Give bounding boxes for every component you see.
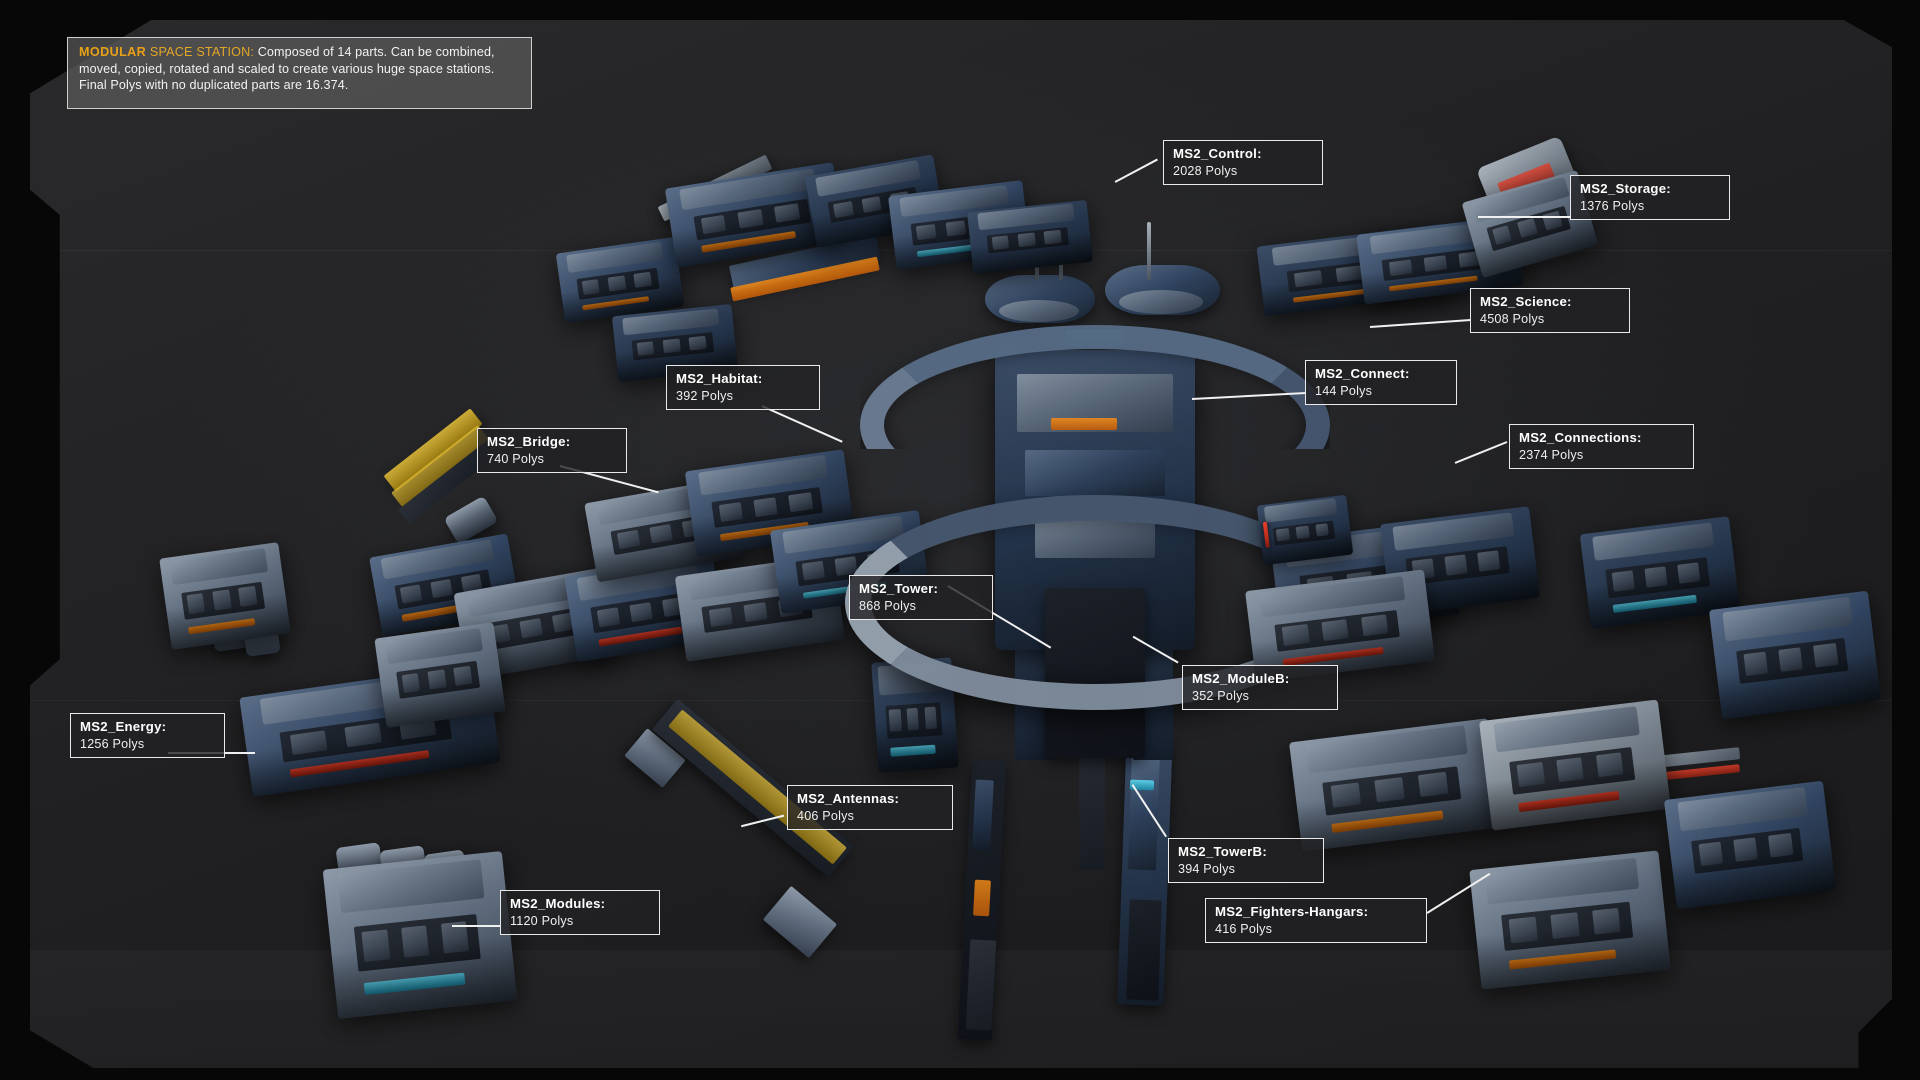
callout-antennas[interactable]: MS2_Antennas: 406 Polys: [787, 785, 953, 831]
callout-polycount-habitat: 392 Polys: [676, 388, 734, 403]
callout-leader-line-modules: [452, 925, 500, 927]
description-title-bold: MODULAR: [79, 45, 147, 59]
callout-energy[interactable]: MS2_Energy: 1256 Polys: [70, 713, 225, 759]
station-module: [374, 622, 506, 728]
callout-name-science: MS2_Science:: [1480, 294, 1572, 309]
description-body: Composed of 14 parts. Can be combined, m…: [79, 45, 495, 93]
callout-polycount-storage: 1376 Polys: [1580, 198, 1645, 213]
callout-moduleb[interactable]: MS2_ModuleB: 352 Polys: [1182, 665, 1338, 711]
callout-name-towerb: MS2_TowerB:: [1178, 844, 1267, 859]
callout-polycount-towerb: 394 Polys: [1178, 861, 1236, 876]
callout-storage[interactable]: MS2_Storage: 1376 Polys: [1570, 175, 1730, 221]
callout-name-moduleb: MS2_ModuleB:: [1192, 671, 1290, 686]
towerb-segment: [1126, 899, 1162, 1001]
hub-dish: [999, 300, 1079, 322]
antenna-segment: [972, 779, 994, 851]
callout-name-control: MS2_Control:: [1173, 146, 1262, 161]
callout-name-energy: MS2_Energy:: [80, 719, 167, 734]
callout-polycount-energy: 1256 Polys: [80, 736, 145, 751]
callout-modules[interactable]: MS2_Modules: 1120 Polys: [500, 890, 660, 936]
callout-polycount-modules: 1120 Polys: [510, 913, 574, 928]
station-module: [159, 542, 291, 650]
callout-towerb[interactable]: MS2_TowerB: 394 Polys: [1168, 838, 1324, 884]
station-module: [1708, 590, 1882, 720]
callout-polycount-science: 4508 Polys: [1480, 311, 1545, 326]
callout-polycount-antennas: 406 Polys: [797, 808, 855, 823]
callout-name-connect: MS2_Connect:: [1315, 366, 1410, 381]
callout-science[interactable]: MS2_Science: 4508 Polys: [1470, 288, 1630, 334]
callout-connect[interactable]: MS2_Connect: 144 Polys: [1305, 360, 1457, 406]
callout-habitat[interactable]: MS2_Habitat: 392 Polys: [666, 365, 820, 411]
callout-name-bridge: MS2_Bridge:: [487, 434, 571, 449]
antenna-light: [973, 879, 991, 917]
station-module: [1256, 494, 1354, 566]
station-module: [1469, 850, 1671, 990]
callout-tower[interactable]: MS2_Tower: 868 Polys: [849, 575, 993, 621]
callout-polycount-connect: 144 Polys: [1315, 383, 1373, 398]
callout-polycount-hangars: 416 Polys: [1215, 921, 1273, 936]
description-title-rest: SPACE STATION:: [146, 45, 255, 59]
callout-name-habitat: MS2_Habitat:: [676, 371, 763, 386]
station-module: [967, 199, 1093, 275]
callout-hangars[interactable]: MS2_Fighters-Hangars: 416 Polys: [1205, 898, 1427, 944]
station-module: [322, 851, 518, 1019]
module-shading: [875, 717, 959, 773]
callout-polycount-control: 2028 Polys: [1173, 163, 1238, 178]
callout-connections[interactable]: MS2_Connections: 2374 Polys: [1509, 424, 1694, 470]
callout-name-storage: MS2_Storage:: [1580, 181, 1671, 196]
station-module: [1663, 780, 1837, 910]
callout-leader-line-storage: [1478, 216, 1570, 218]
hub-core-band: [1025, 450, 1165, 496]
callout-polycount-moduleb: 352 Polys: [1192, 688, 1250, 703]
antenna-segment: [965, 939, 997, 1031]
callout-name-modules: MS2_Modules:: [510, 896, 606, 911]
callout-name-connections: MS2_Connections:: [1519, 430, 1642, 445]
hub-antenna: [1147, 222, 1151, 280]
callout-control[interactable]: MS2_Control: 2028 Polys: [1163, 140, 1323, 186]
callout-name-antennas: MS2_Antennas:: [797, 791, 900, 806]
callout-polycount-tower: 868 Polys: [859, 598, 917, 613]
callout-polycount-connections: 2374 Polys: [1519, 447, 1584, 462]
callout-name-hangars: MS2_Fighters-Hangars:: [1215, 904, 1369, 919]
station-module: [1478, 699, 1672, 831]
description-box: MODULAR SPACE STATION: Composed of 14 pa…: [67, 37, 532, 109]
callout-polycount-bridge: 740 Polys: [487, 451, 545, 466]
callout-name-tower: MS2_Tower:: [859, 581, 939, 596]
callout-bridge[interactable]: MS2_Bridge: 740 Polys: [477, 428, 627, 474]
hub-dish: [1119, 290, 1203, 314]
towerb-segment: [1127, 749, 1161, 871]
